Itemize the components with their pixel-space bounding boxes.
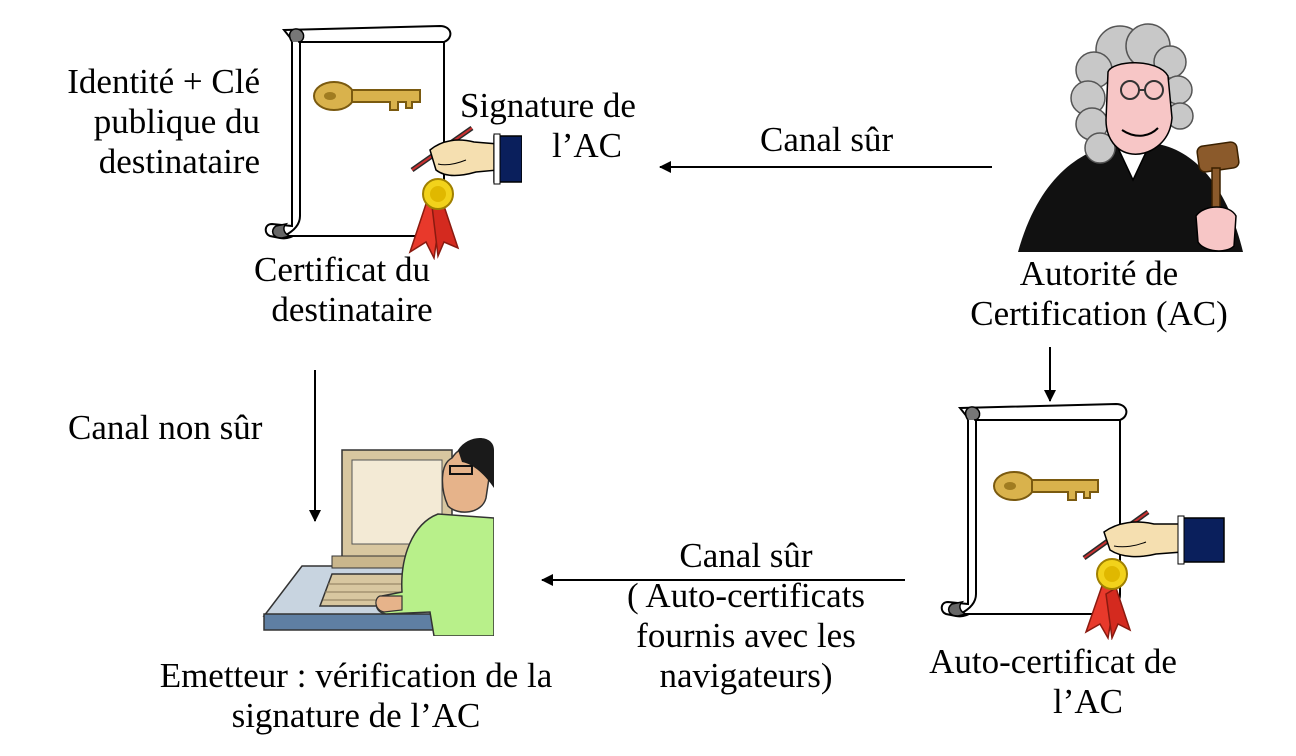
computer-user-icon bbox=[262, 438, 494, 636]
certificate-content-line-2: publique du bbox=[93, 102, 260, 141]
secure-channel-bottom-label: Canal sûr ( Auto-certificats fournis ave… bbox=[596, 536, 896, 696]
sleeve-icon bbox=[1177, 515, 1225, 565]
self-certificate-line-2: l’AC bbox=[1053, 682, 1123, 721]
sender-line-1: Emetteur : vérification de la bbox=[159, 656, 553, 695]
top-certificate bbox=[264, 24, 522, 260]
certification-authority-line-2: Certification (AC) bbox=[970, 294, 1228, 333]
secure-channel-top-label: Canal sûr bbox=[760, 120, 894, 159]
certificate-scroll-icon bbox=[940, 402, 1128, 618]
signing-hand-icon bbox=[410, 125, 499, 177]
recipient-certificate-line-2: destinataire bbox=[271, 290, 433, 329]
judge-icon bbox=[1018, 23, 1243, 252]
secure-channel-bottom-line-1: Canal sûr bbox=[679, 536, 813, 575]
self-certificate-line-1: Auto-certificat de bbox=[929, 642, 1177, 681]
ca-signature-line-1: Signature de bbox=[460, 86, 636, 125]
gavel-icon bbox=[1195, 141, 1240, 252]
sender-line-2: signature de l’AC bbox=[231, 696, 481, 735]
key-icon bbox=[313, 81, 421, 111]
insecure-channel-label: Canal non sûr bbox=[68, 408, 263, 447]
certificate-content-line-3: destinataire bbox=[98, 142, 260, 181]
secure-channel-bottom-line-4: navigateurs) bbox=[659, 656, 833, 695]
certificate-content-line-1: Identité + Clé bbox=[67, 62, 260, 101]
key-icon bbox=[993, 471, 1099, 501]
sender-label: Emetteur : vérification de la signature … bbox=[126, 656, 586, 736]
self-certificate-label: Auto-certificat de l’AC bbox=[908, 642, 1198, 722]
seal-ribbon-icon bbox=[408, 178, 460, 260]
certificate-content-label: Identité + Clé publique du destinataire bbox=[12, 62, 260, 182]
sender-figure bbox=[262, 438, 494, 636]
recipient-certificate-label: Certificat du destinataire bbox=[222, 250, 462, 330]
signing-hand-icon bbox=[1082, 509, 1183, 561]
secure-channel-bottom-line-2: ( Auto-certificats bbox=[626, 576, 866, 615]
certification-authority-label: Autorité de Certification (AC) bbox=[948, 254, 1250, 334]
sleeve-icon bbox=[493, 133, 522, 185]
recipient-certificate-line-1: Certificat du bbox=[254, 250, 430, 289]
ca-signature-label: Signature de l’AC bbox=[460, 86, 636, 166]
seal-ribbon-icon bbox=[1084, 558, 1132, 640]
secure-channel-bottom-line-3: fournis avec les bbox=[636, 616, 856, 655]
certificate-scroll-icon bbox=[264, 24, 452, 240]
certification-authority-line-1: Autorité de bbox=[1019, 254, 1179, 293]
self-certificate bbox=[940, 402, 1225, 640]
judge-figure bbox=[1018, 23, 1243, 252]
ca-signature-line-2: l’AC bbox=[552, 126, 622, 165]
